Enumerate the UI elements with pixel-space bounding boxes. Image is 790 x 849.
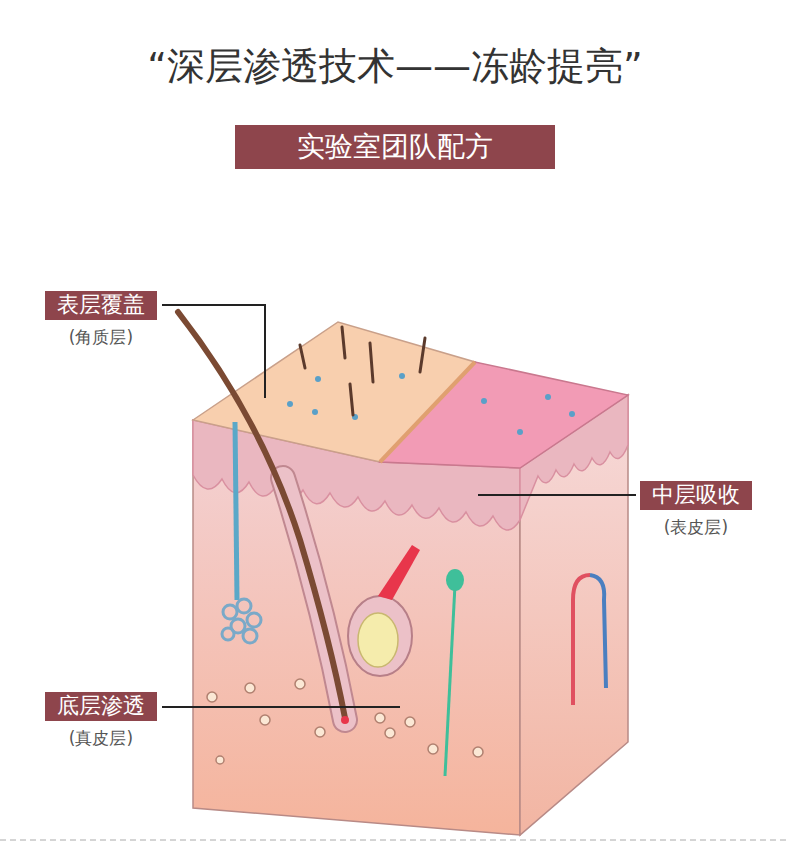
layer-label: 底层渗透 (真皮层) [45, 692, 157, 749]
hair-shaft [178, 312, 345, 718]
nerve [445, 585, 455, 776]
nerve-ending [446, 569, 464, 591]
layer-name: (表皮层) [640, 516, 752, 538]
arrector-muscle [378, 545, 420, 600]
vein [590, 575, 606, 688]
small-hairs [300, 327, 425, 415]
label-text: 实验室团队配方 [297, 133, 493, 161]
label-text: 表层覆盖 [45, 291, 157, 320]
layer-name: (角质层) [45, 326, 157, 348]
front-face [193, 420, 520, 835]
title-text: “深层渗透技术——冻龄提亮” [0, 44, 790, 90]
dermis-cells [207, 679, 483, 764]
leader-line [162, 305, 636, 707]
dashed-rule [0, 840, 790, 841]
sebum [358, 613, 398, 667]
sebaceous-gland [348, 596, 412, 676]
artery [573, 575, 590, 705]
epidermis-top [380, 362, 628, 468]
layer-label: 中层吸收 (表皮层) [640, 481, 752, 538]
label-text: 底层渗透 [45, 692, 157, 721]
layer-label: 表层覆盖 (角质层) [45, 291, 157, 348]
side-face [520, 395, 628, 835]
label-text: 中层吸收 [640, 481, 752, 510]
layer-name: (真皮层) [45, 727, 157, 749]
surface-dots [287, 373, 575, 435]
step-edge [380, 362, 475, 462]
sweat-gland [222, 599, 261, 643]
hair-bulb [341, 716, 349, 724]
blood-vessel [235, 422, 237, 600]
formula-band: 实验室团队配方 [235, 125, 555, 169]
